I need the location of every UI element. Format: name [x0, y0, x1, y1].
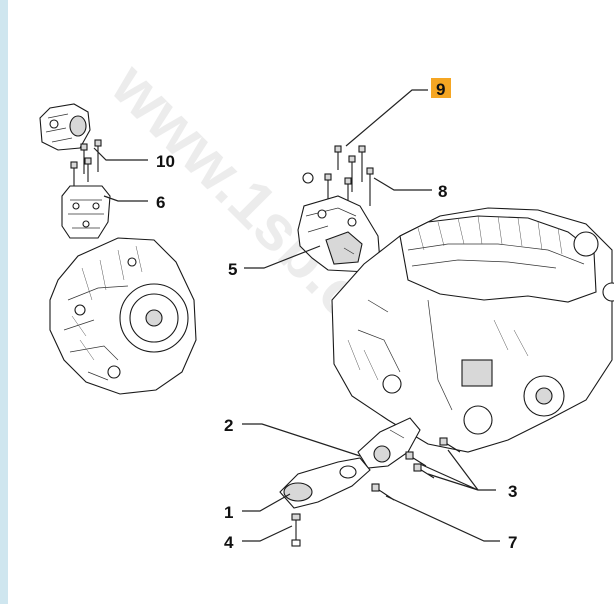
exploded-parts-diagram: www.1sb.com [39, 48, 614, 552]
callout-2[interactable]: 2 [224, 416, 233, 435]
callouts: 10 6 5 8 9 2 3 1 4 7 [156, 78, 517, 552]
callout-3[interactable]: 3 [508, 482, 517, 501]
callout-1[interactable]: 1 [224, 503, 233, 522]
bolts-group-8[interactable] [302, 145, 374, 212]
callout-8[interactable]: 8 [438, 182, 447, 201]
callout-7[interactable]: 7 [508, 533, 517, 552]
callout-9-highlight [431, 78, 451, 98]
mount-bracket-5[interactable] [297, 195, 381, 273]
torque-rod-bracket-2[interactable] [357, 417, 421, 469]
torque-rod-1[interactable] [279, 457, 371, 509]
bolts-group-3[interactable] [405, 437, 461, 479]
mount-bracket-6[interactable] [61, 185, 111, 239]
leader-lines [93, 89, 500, 542]
mount-bracket-upper[interactable] [39, 103, 91, 151]
callout-5[interactable]: 5 [228, 260, 237, 279]
callout-4[interactable]: 4 [224, 533, 234, 552]
callout-6[interactable]: 6 [156, 193, 165, 212]
callout-9[interactable]: 9 [436, 80, 445, 99]
engine-block[interactable] [331, 207, 614, 453]
bolts-group-10[interactable] [70, 139, 102, 186]
callout-10[interactable]: 10 [156, 152, 175, 171]
bolt-4[interactable] [291, 513, 301, 547]
gearbox-housing[interactable] [49, 237, 197, 395]
